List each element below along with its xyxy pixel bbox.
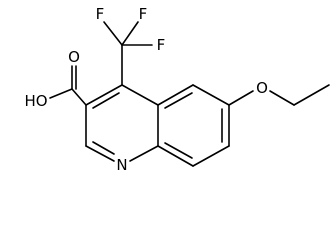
bond-c4-c3 <box>85 84 123 106</box>
bond-c7-c8 <box>192 145 230 167</box>
carboxylic-acid-bonds <box>49 65 87 106</box>
bond-o-ch2 <box>269 90 295 106</box>
bond-c8-c8a-inner <box>164 142 193 159</box>
bond-c4a-c5 <box>157 84 194 106</box>
bond-c6-o <box>228 90 254 106</box>
benzene-ring-bonds <box>157 84 230 167</box>
pyridine-ring-bonds <box>85 84 159 162</box>
bond-c3-carboxyl <box>71 88 87 106</box>
atom-label-hydroxyl: HO <box>24 92 47 110</box>
bond-c2-n-inner <box>92 141 115 155</box>
bond-ch2-ch3 <box>293 84 330 106</box>
atom-label-carbonyl-o: O <box>68 48 80 66</box>
bond-carboxyl-oh <box>49 88 73 99</box>
bond-n-c8a <box>129 145 159 162</box>
bond-c8-c8a <box>157 145 194 167</box>
bond-c4a-c4 <box>121 84 159 106</box>
bond-cf3-f-top-right <box>121 21 139 46</box>
bond-c4-c3-inner <box>92 92 120 109</box>
trifluoromethyl-bonds <box>103 21 153 86</box>
bond-c4a-c5-inner <box>164 92 193 109</box>
quinoline-structure-diagram: F F F HO O O N <box>24 5 330 174</box>
bond-c2-n <box>85 145 115 162</box>
atom-label-f-top-right: F <box>139 5 148 23</box>
bond-c5-c6 <box>192 84 230 106</box>
atom-label-ring-n: N <box>116 156 127 174</box>
atom-label-f-right: F <box>157 36 166 54</box>
atom-label-f-top-left: F <box>96 5 105 23</box>
atom-label-ether-o: O <box>256 79 268 97</box>
bond-cf3-f-top-left <box>103 21 123 46</box>
ethoxy-bonds <box>228 84 330 106</box>
